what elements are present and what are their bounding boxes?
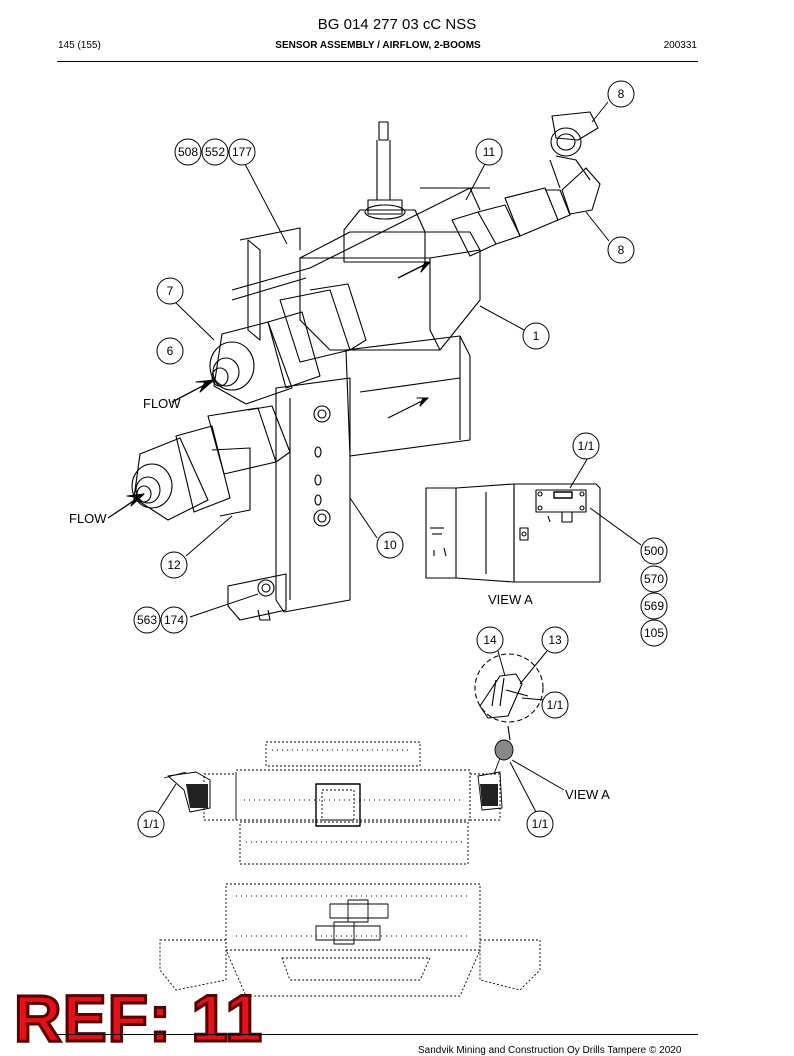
callout-13-label: 13	[548, 633, 562, 647]
leader-lines	[157, 101, 642, 813]
page-number: 145 (155)	[58, 40, 101, 51]
footer-copyright: Sandvik Mining and Construction Oy Drill…	[418, 1045, 682, 1056]
callout-508-label: 508	[178, 145, 198, 159]
callout-11-label: 11	[483, 145, 496, 159]
callout-177-label: 177	[232, 145, 252, 159]
callout-105	[640, 619, 668, 647]
hose-detail-illustration	[474, 653, 544, 741]
callout-570-label: 570	[644, 572, 664, 586]
view-a-caption: VIEW A	[488, 592, 533, 607]
callout-508	[174, 138, 202, 166]
callout-8-bottom-label: 8	[618, 243, 625, 257]
callout-13	[541, 626, 569, 654]
callout-500-label: 500	[644, 544, 664, 558]
callout-6-label: 6	[167, 344, 174, 358]
callout-552	[201, 138, 229, 166]
callout-7	[156, 277, 184, 305]
view-a-pointer-label: VIEW A	[565, 787, 610, 802]
callout-174	[160, 606, 188, 634]
callout-563	[133, 606, 161, 634]
footer-rule	[57, 1034, 698, 1035]
callout-1-1-detail-label: 1/1	[547, 698, 564, 712]
callout-570	[640, 565, 668, 593]
callout-8-bottom	[607, 236, 635, 264]
callout-7-label: 7	[167, 284, 174, 298]
reference-stamp: REF: 11	[12, 981, 264, 1055]
callout-8-top-label: 8	[618, 87, 625, 101]
callout-12	[160, 551, 188, 579]
callout-1	[522, 322, 550, 350]
callout-500	[640, 537, 668, 565]
callout-1-1-view	[572, 432, 600, 460]
callout-12-label: 12	[167, 558, 181, 572]
flow-label-lower: FLOW	[69, 511, 107, 526]
callout-14-label: 14	[483, 633, 497, 647]
callout-8-top	[607, 80, 635, 108]
callout-10-label: 10	[383, 538, 397, 552]
callout-1-1-right-label: 1/1	[532, 817, 549, 831]
section-title: SENSOR ASSEMBLY / AIRFLOW, 2-BOOMS	[275, 40, 481, 51]
callout-174-label: 174	[164, 613, 184, 627]
callout-1-1-view-label: 1/1	[578, 439, 595, 453]
callout-14	[476, 626, 504, 654]
callout-1-1-left-label: 1/1	[143, 817, 160, 831]
document-code: BG 014 277 03 cC NSS	[317, 16, 477, 33]
callout-1-1-right	[526, 810, 554, 838]
sensor-assembly-illustration	[107, 111, 601, 621]
date-code: 200331	[663, 40, 697, 51]
callout-6	[156, 337, 184, 365]
callout-1-1-detail	[541, 691, 569, 719]
callout-10	[376, 531, 404, 559]
callout-569	[640, 592, 668, 620]
callout-1-label: 1	[533, 329, 540, 343]
header-rule	[57, 61, 698, 62]
callout-569-label: 569	[644, 599, 664, 613]
callout-11	[475, 138, 503, 166]
callout-177	[228, 138, 256, 166]
callout-552-label: 552	[205, 145, 225, 159]
callout-1-1-left	[137, 810, 165, 838]
callout-105-label: 105	[644, 626, 664, 640]
callout-563-label: 563	[137, 613, 157, 627]
flow-label-upper: FLOW	[143, 396, 181, 411]
view-a-illustration	[425, 483, 601, 583]
rig-frame-illustration	[159, 739, 541, 997]
